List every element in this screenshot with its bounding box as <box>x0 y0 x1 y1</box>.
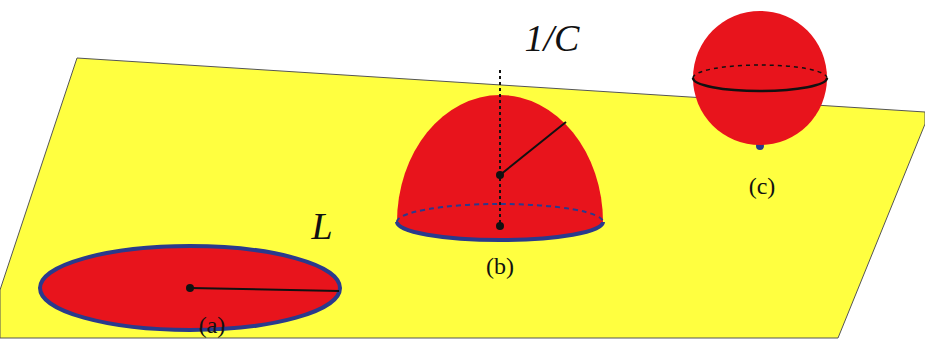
length-label: L <box>311 207 332 245</box>
center-dot <box>186 284 194 292</box>
base-front-rim <box>397 222 603 240</box>
center-dot <box>496 171 504 179</box>
radius-line <box>190 288 339 291</box>
flat-disk <box>40 246 340 330</box>
axis-line <box>499 70 501 226</box>
panel-label: (b) <box>486 254 514 278</box>
equator-front <box>693 78 827 91</box>
base-dot <box>496 222 504 230</box>
sphere <box>693 11 827 145</box>
panel-label: (a) <box>199 313 226 337</box>
panel-label: (c) <box>749 174 776 198</box>
equator-back <box>693 65 827 78</box>
radius-line <box>500 122 566 175</box>
base-back-rim <box>397 204 603 222</box>
radius-label: 1/C <box>525 19 580 57</box>
